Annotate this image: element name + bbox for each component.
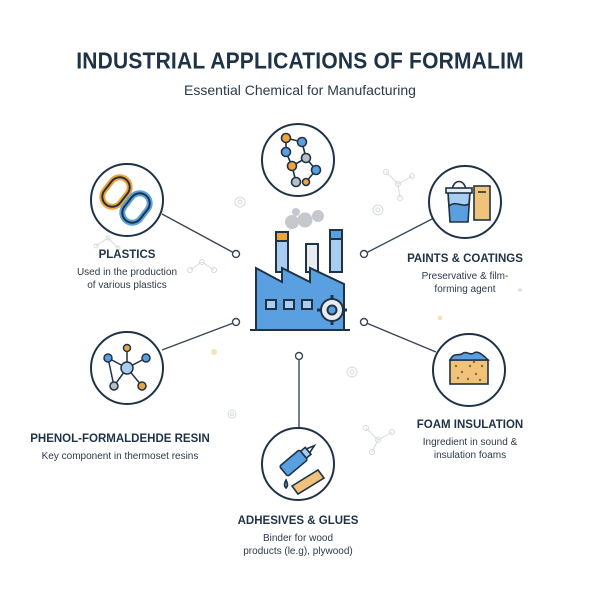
factory-icon xyxy=(250,208,350,331)
node-chemistry xyxy=(261,123,335,197)
faint-molecule-icon xyxy=(187,259,217,273)
label-title: FOAM INSULATION xyxy=(416,419,524,431)
molecule-structure-icon xyxy=(280,132,322,188)
label-foam: FOAM INSULATION Ingredient in sound & in… xyxy=(400,418,540,462)
foam-block-icon xyxy=(448,351,490,385)
label-adhesives: ADHESIVES & GLUES Binder for wood produc… xyxy=(228,514,368,558)
node-plastics xyxy=(90,163,164,237)
connector-phenol xyxy=(161,321,237,351)
smoke-puffs xyxy=(285,208,324,229)
paint-bucket-icon xyxy=(445,180,491,223)
node-adhesives xyxy=(261,427,335,501)
faint-dot xyxy=(518,288,522,292)
label-title: PAINTS & COATINGS xyxy=(407,253,523,265)
label-phenol: PHENOL-FORMALDEHDE RESIN Key component i… xyxy=(20,432,220,463)
label-title: ADHESIVES & GLUES xyxy=(237,515,359,527)
connector-foam xyxy=(363,321,437,353)
faint-molecule-icon xyxy=(93,235,121,251)
node-circle xyxy=(261,123,335,197)
page-subtitle: Essential Chemical for Manufacturing xyxy=(184,82,416,98)
gear-icon xyxy=(317,295,347,325)
connector-endpoints xyxy=(231,249,369,361)
label-desc-line: Used in the production xyxy=(76,266,178,278)
endpoint-dot xyxy=(231,249,241,259)
page-title: INDUSTRIAL APPLICATIONS OF FORMALIM xyxy=(76,48,524,75)
label-title: PHENOL-FORMALDEHDE RESIN xyxy=(30,433,210,445)
label-title: PLASTICS xyxy=(98,249,156,261)
label-desc-line: products (le.g), plywood) xyxy=(243,545,353,557)
node-foam xyxy=(432,333,506,407)
label-plastics: PLASTICS Used in the production of vario… xyxy=(57,248,197,292)
faint-gear-icon xyxy=(372,204,384,216)
label-desc-line: of various plastics xyxy=(87,279,167,291)
label-desc-line: Preservative & film- xyxy=(421,270,509,282)
label-desc-line: Binder for wood xyxy=(262,532,334,544)
label-desc-line: forming agent xyxy=(434,283,496,295)
faint-dot xyxy=(437,315,443,321)
connector-paints xyxy=(363,217,435,255)
endpoint-dot xyxy=(294,351,304,361)
faint-gear-icon xyxy=(346,366,358,378)
node-phenol xyxy=(90,331,164,405)
faint-molecule-icon xyxy=(383,169,415,201)
faint-dot xyxy=(211,349,217,355)
faint-gear-icon xyxy=(227,409,237,419)
molecule-network-icon xyxy=(103,343,151,391)
label-desc-line: insulation foams xyxy=(433,449,507,461)
connector-lines xyxy=(161,213,437,428)
chain-link-icon xyxy=(99,174,153,226)
faint-gear-icon xyxy=(234,196,246,208)
glue-tube-icon xyxy=(279,443,326,496)
node-paints xyxy=(428,165,502,239)
faint-molecule-icon xyxy=(363,425,395,455)
background-decorations xyxy=(93,169,415,455)
endpoint-dot xyxy=(231,317,241,327)
label-desc-line: Ingredient in sound & xyxy=(422,436,518,448)
endpoint-dot xyxy=(359,317,369,327)
endpoint-dot xyxy=(359,249,369,259)
label-paints: PAINTS & COATINGS Preservative & film- f… xyxy=(395,252,535,296)
label-desc-line: Key component in thermoset resins xyxy=(41,450,199,462)
connector-plastics xyxy=(161,213,237,255)
